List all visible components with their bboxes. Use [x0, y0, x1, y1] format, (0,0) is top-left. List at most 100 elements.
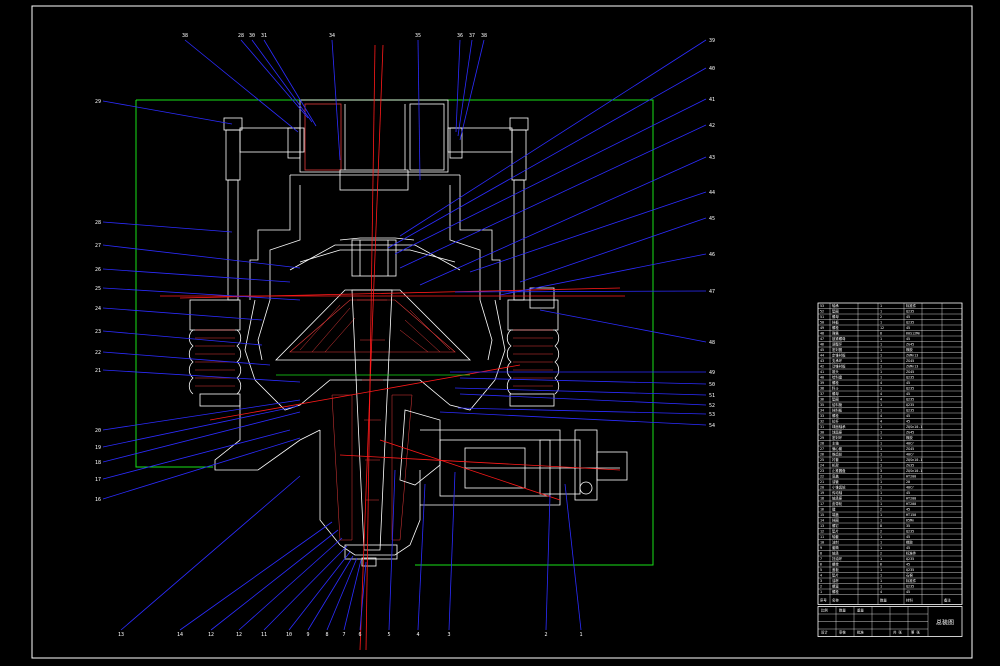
leader-left-12: [102, 429, 291, 480]
table-cell: 1: [880, 304, 882, 308]
leader-right-5: [469, 191, 707, 273]
table-cell: 锥齿轮: [832, 452, 843, 457]
table-cell: 40Cr: [906, 442, 914, 446]
table-cell: 偏心套: [832, 446, 843, 451]
part-label-right-5: 44: [709, 190, 715, 196]
table-cell: 12: [880, 326, 884, 330]
table-cell: 油管: [832, 479, 839, 484]
leader-top-8: [459, 39, 485, 141]
title-block-cell: 数量: [839, 608, 846, 613]
leader-left-7: [102, 351, 271, 366]
table-cell: 弹簧: [832, 331, 839, 336]
outer-frame: [31, 5, 973, 659]
leader-bottom-0: [120, 475, 301, 631]
table-cell: ZQSn10-1: [906, 469, 922, 473]
table-cell: 橡胶: [906, 435, 913, 440]
leader-left-8: [102, 369, 301, 383]
table-cell: 1: [880, 376, 882, 380]
table-cell: 33: [820, 414, 824, 418]
table-cell: 密封环: [832, 435, 843, 440]
table-cell: 15: [820, 513, 824, 517]
part-label-bottom-12: 3: [447, 632, 450, 638]
table-cell: Q235: [906, 376, 914, 380]
table-cell: 6: [880, 563, 882, 567]
table-cell: 螺母: [832, 314, 839, 319]
table-cell: 标准件: [906, 578, 917, 583]
table-cell: 25: [820, 458, 824, 462]
table-cell: 1: [880, 458, 882, 462]
table-cell: 38: [820, 387, 824, 391]
part-label-right-12: 51: [709, 393, 715, 399]
part-label-right-11: 50: [709, 382, 715, 388]
table-cell: ZG45: [906, 370, 914, 374]
table-cell: 2: [820, 585, 822, 589]
table-cell: 标准件: [906, 551, 917, 556]
leader-right-8: [454, 290, 707, 293]
leader-bottom-11: [417, 483, 426, 631]
leader-left-0: [102, 100, 233, 125]
table-cell: 小锥齿轮: [832, 485, 846, 490]
table-cell: 2: [880, 508, 882, 512]
table-cell: 1: [880, 403, 882, 407]
part-label-bottom-11: 4: [416, 632, 419, 638]
part-label-bottom-5: 10: [286, 632, 292, 638]
table-cell: 37: [820, 392, 824, 396]
table-header-cell: 名称: [832, 598, 839, 603]
table-cell: 标准件: [906, 303, 917, 308]
leader-bottom-14: [564, 483, 582, 631]
leader-right-3: [399, 124, 707, 269]
table-cell: 1: [880, 464, 882, 468]
leader-top-4: [331, 39, 341, 161]
part-label-bottom-3: 12: [236, 632, 242, 638]
table-cell: 12: [820, 530, 824, 534]
part-label-left-4: 25: [95, 286, 101, 292]
table-cell: 5: [820, 568, 822, 572]
part-label-top-8: 38: [481, 33, 487, 39]
table-cell: 45: [906, 414, 910, 418]
table-cell: 7: [820, 557, 822, 561]
table-cell: 52: [820, 310, 824, 314]
table-cell: 2: [880, 530, 882, 534]
table-cell: 4: [880, 590, 882, 594]
table-cell: 1: [880, 359, 882, 363]
table-cell: 4: [880, 392, 882, 396]
leader-right-13: [459, 393, 707, 406]
table-cell: 1: [880, 541, 882, 545]
table-cell: 1: [880, 535, 882, 539]
table-cell: 1: [880, 436, 882, 440]
leader-left-11: [102, 411, 301, 463]
table-cell: 45: [906, 535, 910, 539]
table-cell: 挡板: [832, 320, 839, 325]
table-cell: 1: [880, 321, 882, 325]
part-label-left-13: 16: [95, 497, 101, 503]
table-cell: 21: [820, 480, 824, 484]
table-cell: 43: [820, 359, 824, 363]
leader-top-0: [184, 39, 299, 133]
center-lines: [160, 44, 625, 651]
table-cell: 45: [906, 508, 910, 512]
table-cell: 8: [820, 552, 822, 556]
table-cell: 4: [820, 574, 822, 578]
title-block-cell: 共 张: [893, 630, 902, 635]
leader-bottom-4: [263, 545, 348, 631]
table-cell: 29: [820, 436, 824, 440]
table-cell: 34: [820, 409, 824, 413]
table-cell: 轴套: [832, 534, 839, 539]
table-cell: 垫圈: [832, 397, 839, 402]
table-cell: 47: [820, 337, 824, 341]
table-cell: 键: [832, 507, 836, 512]
table-cell: 螺栓: [832, 380, 839, 385]
leader-bottom-12: [448, 471, 456, 631]
table-cell: 盖板: [832, 567, 839, 572]
table-cell: 油封: [832, 540, 839, 545]
table-cell: 45: [906, 546, 910, 550]
leader-right-2: [394, 98, 707, 255]
table-cell: 1: [880, 365, 882, 369]
table-cell: 20: [906, 480, 910, 484]
table-cell: 底盖: [832, 474, 839, 479]
table-cell: 料斗: [832, 386, 839, 391]
part-label-bottom-4: 11: [261, 632, 267, 638]
table-cell: 18: [820, 497, 824, 501]
table-cell: 45: [906, 563, 910, 567]
part-label-left-10: 19: [95, 445, 101, 451]
